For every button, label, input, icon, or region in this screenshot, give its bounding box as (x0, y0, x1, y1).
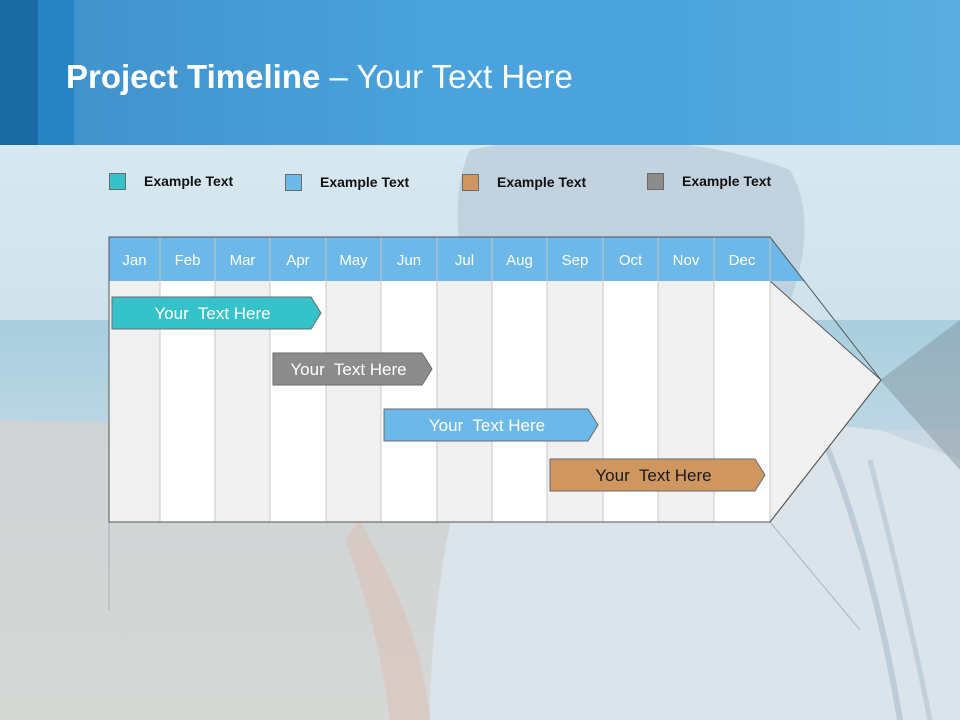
month-label: Oct (619, 252, 643, 269)
page-title: Project Timeline – Your Text Here (66, 58, 573, 96)
month-label: Jan (122, 252, 146, 269)
task-bar (549, 458, 766, 492)
month-label: Dec (729, 252, 756, 269)
task-bar (272, 352, 433, 386)
task-bar-label: Your Text Here (595, 466, 711, 485)
month-label: May (339, 252, 368, 269)
month-label: Aug (506, 252, 533, 269)
reflection-line (769, 521, 861, 631)
month-column (326, 281, 381, 522)
legend-item-3: Example Text (462, 171, 586, 193)
task-bar (111, 296, 322, 330)
title-rest: – Your Text Here (320, 58, 573, 95)
month-label: Jun (397, 252, 421, 269)
legend-swatch (647, 172, 664, 190)
month-label: Mar (230, 252, 256, 269)
task-bar-label: Your Text Here (290, 360, 406, 379)
legend-item-4: Example Text (647, 170, 771, 192)
legend-label: Example Text (497, 174, 587, 190)
month-label: Jul (455, 252, 474, 269)
task-bar-label: Your Text Here (429, 416, 545, 435)
month-column (492, 281, 547, 522)
month-label: Apr (286, 252, 309, 269)
header-banner (0, 0, 960, 145)
legend-swatch (285, 173, 302, 191)
month-column (381, 281, 437, 522)
header-accent-stripe (0, 0, 38, 145)
legend-swatch (109, 172, 126, 190)
legend-swatch (462, 173, 479, 191)
header-accent-stripe (38, 0, 74, 145)
legend-item-2: Example Text (285, 171, 409, 193)
month-label: Feb (175, 252, 201, 269)
timeline-outline (108, 236, 882, 523)
task-bar (383, 408, 599, 442)
title-bold: Project Timeline (66, 58, 321, 95)
month-label: Sep (562, 252, 589, 269)
month-column (437, 281, 492, 522)
legend-item-1: Example Text (109, 170, 233, 192)
month-header-band (109, 237, 805, 281)
task-bar-label: Your Text Here (154, 304, 270, 323)
legend-label: Example Text (682, 173, 772, 189)
legend-label: Example Text (144, 173, 234, 189)
legend-label: Example Text (320, 174, 410, 190)
month-label: Nov (673, 252, 700, 269)
